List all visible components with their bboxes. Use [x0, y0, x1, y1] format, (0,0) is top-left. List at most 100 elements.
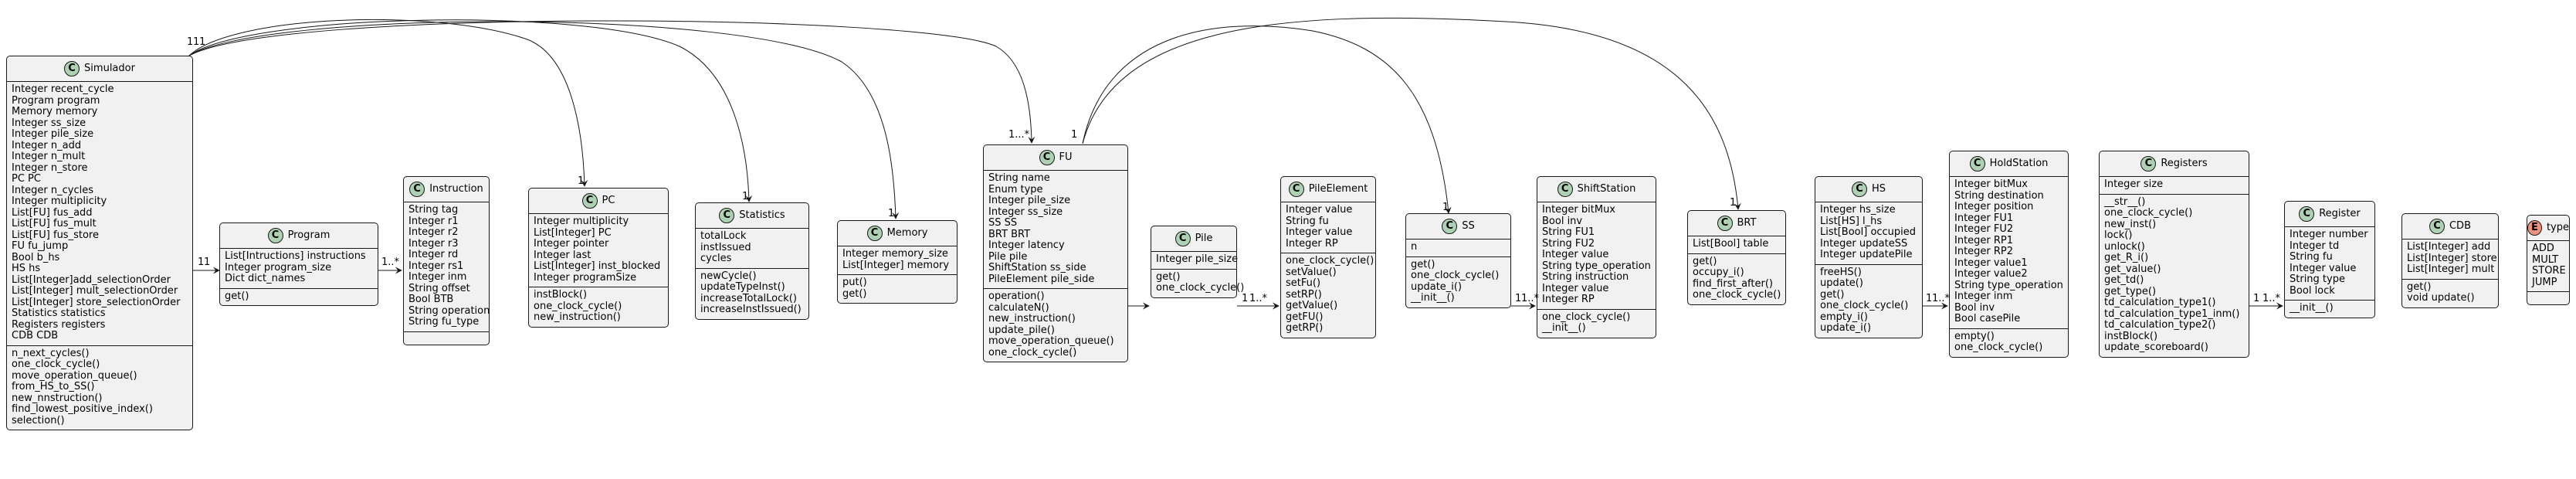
field-row: Statistics statistics: [12, 307, 106, 319]
methods: one_clock_cycle()setValue()setFu()setRP(…: [1281, 253, 1375, 338]
method-row: put(): [842, 277, 867, 288]
field-row: Pile pile: [988, 250, 1028, 263]
methods: put()get(): [838, 274, 957, 303]
field-row: cycles: [700, 253, 732, 264]
mult-sim-top: 1: [187, 36, 194, 48]
field-row: List[FU] fus_add: [12, 206, 93, 219]
field-row: Integer td: [2290, 240, 2340, 252]
field-row: Enum type: [988, 183, 1043, 195]
class-name: Pile: [1195, 232, 1213, 244]
mult-prog-many: 1..*: [381, 256, 400, 268]
mult-pile-many: 1..*: [1249, 293, 1268, 304]
class-name: ShiftStation: [1577, 182, 1636, 195]
field-row: HS hs: [12, 263, 41, 274]
field-row: Integer r2: [408, 226, 459, 238]
field-row: Integer value: [1286, 226, 1353, 238]
field-row: Integer latency: [988, 240, 1065, 251]
method-row: getFU(): [1286, 311, 1324, 323]
field-row: Integer inm: [408, 271, 467, 283]
method-row: update(): [1820, 277, 1863, 289]
method-row: __str__(): [2104, 195, 2146, 208]
field-row: List[FU] fus_store: [12, 229, 99, 241]
mult-ss-dst: 1: [1442, 202, 1449, 213]
field-row: String tag: [408, 204, 459, 216]
class-icon: C: [1851, 182, 1867, 197]
method-row: one_clock_cycle(): [1820, 300, 1909, 311]
field-row: String FU2: [1542, 237, 1595, 250]
mult-reg-src: 1: [2253, 293, 2260, 304]
class-name: Instruction: [429, 182, 483, 195]
mult-prog-dst: 1: [204, 256, 211, 268]
method-row: find_first_after(): [1693, 277, 1773, 290]
field-row: String fu_type: [408, 316, 480, 328]
fields: List[Bool] table: [1688, 236, 1785, 253]
class-name: BRT: [1737, 216, 1757, 229]
field-row: List[Intructions] instructions: [225, 250, 366, 262]
mult-mem-dst: 1: [888, 208, 895, 219]
method-row: get(): [1693, 255, 1717, 267]
method-row: get(): [1156, 270, 1181, 283]
field-row: String type_operation: [1954, 279, 2063, 291]
field-row: Integer rd: [408, 249, 459, 260]
method-row: get(): [1820, 288, 1845, 301]
edge-simulador-fu: [188, 20, 1035, 144]
methods: [2527, 291, 2569, 304]
method-row: one_clock_cycle(): [1411, 270, 1500, 281]
mult-sim-top2: 1: [193, 36, 200, 48]
method-row: one_clock_cycle(): [1542, 311, 1631, 323]
method-row: from_HS_to_SS(): [12, 381, 95, 392]
class-name: FU: [1059, 151, 1073, 163]
method-row: one_clock_cycle(): [988, 346, 1077, 358]
mult-fu-top: 1: [1071, 129, 1078, 141]
class-name: HS: [1871, 182, 1886, 195]
method-row: td_calculation_type2(): [2104, 319, 2216, 331]
field-row: String type_operation: [1542, 260, 1651, 272]
field-row: Integer program_size: [225, 261, 332, 273]
field-row: ADD: [2532, 243, 2554, 254]
field-row: FU fu_jump: [12, 240, 69, 252]
field-row: Integer recent_cycle: [12, 83, 114, 95]
field-row: Integer inm: [1954, 290, 2013, 302]
class-icon: C: [1039, 150, 1055, 165]
method-row: getRP(): [1286, 322, 1324, 334]
edge-fu-ss: [1082, 25, 1452, 214]
field-row: List[Integer] inst_blocked: [534, 260, 661, 272]
field-row: Integer RP: [1542, 294, 1595, 305]
class-name: Statistics: [739, 209, 785, 221]
class-icon: C: [581, 193, 598, 209]
field-row: List[Integer]add_selectionOrder: [12, 273, 171, 286]
field-row: Integer hs_size: [1820, 204, 1896, 216]
field-row: Integer pointer: [534, 238, 609, 250]
field-row: PileElement pile_side: [988, 273, 1095, 285]
field-row: String fu: [2290, 251, 2333, 263]
field-row: Bool inv: [1954, 301, 1995, 314]
field-row: Integer n_store: [12, 161, 88, 174]
field-row: List[Integer] memory: [842, 259, 950, 271]
class-name: Memory: [886, 226, 928, 239]
class-name: HoldStation: [1989, 157, 2049, 169]
class-icon: C: [2429, 219, 2445, 234]
field-row: Bool BTB: [408, 294, 454, 305]
